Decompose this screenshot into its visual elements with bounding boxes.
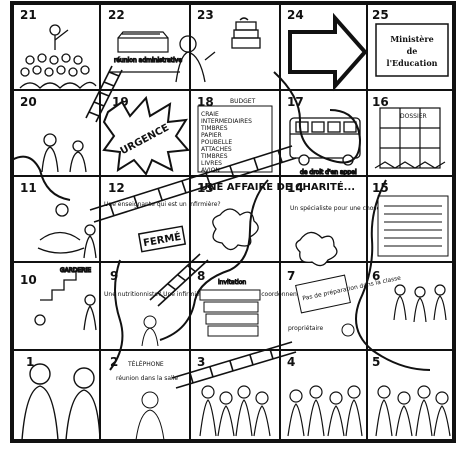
square-22-meeting: réunion administrative [110,31,183,73]
ladders [85,65,297,389]
snake [273,71,362,164]
square-22-label: réunion administrative [114,57,182,64]
square-6-children [393,284,447,323]
budget-row: ATTACHES [201,146,232,153]
square-21: 21 [20,8,37,22]
square-1-teachers [21,363,101,441]
budget-title: BUDGET [230,98,256,105]
square-14-scene: Un spécialiste pour une chose en plus re… [290,205,449,267]
square-9: 9 [110,269,118,283]
square-10-garderie: GARDERIE [34,266,97,331]
budget-row: INTERMEDIAIRES [201,118,252,125]
square-2-telephone: TÉLÉPHONE réunion dans la salle [116,360,178,441]
square-1: 1 [26,355,34,369]
square-14: 14 [287,181,304,195]
ladder [149,253,209,307]
budget-row: PAPIER [201,132,222,139]
budget-row: TIMBRES [200,125,228,132]
square-8-invitation: invitation [199,279,261,337]
ministry-line-1: Ministère [390,34,433,44]
ministry-line-2: de [407,46,418,56]
square-10: 10 [20,273,37,287]
square-24-arrow [288,12,368,92]
grid-lines [12,3,454,441]
snake [159,179,269,341]
square-23-figure [175,17,261,83]
ladder [85,65,123,123]
ministry-line-3: l'Education [387,58,438,68]
square-16: 16 [372,95,389,109]
square-25-ministry: Ministère de l'Education [375,23,449,77]
square-6: 6 [372,269,380,283]
square-21-crowd [19,24,97,89]
snakes [11,71,431,371]
ladder [171,341,297,389]
square-8: 8 [197,269,205,283]
invitation-label: invitation [218,279,246,286]
square-15-documents [377,195,449,257]
square-11: 11 [20,181,37,195]
square-24: 24 [287,8,304,22]
ladder [89,145,297,223]
proprietaire-label: propriétaire [288,325,323,332]
budget-row: TIMBRES [200,153,228,160]
budget-row: AVION [201,167,220,174]
square-25: 25 [372,8,389,22]
square-19-urgence: URGENCE [102,95,191,176]
budget-row: LIVRES [201,160,222,167]
snake [109,259,124,371]
affaire-text: UNE AFFAIRE DE CHARITÉ... [200,180,355,193]
bottom-crowd [199,385,451,437]
budget-row: CRAIE [201,111,219,118]
square-20: 20 [20,95,37,109]
square-4: 4 [287,355,295,369]
reunion-label: réunion dans la salle [116,375,178,382]
square-7-note: Pas de préparation dans la classe propri… [288,274,402,337]
square-20-children [41,133,87,173]
dossier-label: DOSSIER [400,113,427,120]
snake [355,179,431,371]
square-22: 22 [108,8,125,22]
snake [11,155,71,201]
square-12: 12 [108,181,125,195]
budget-row: POUBELLE [201,139,232,146]
square-18-budget: BUDGET CRAIE INTERMEDIAIRES TIMBRES PAPI… [197,98,273,174]
square-11-scene [37,203,97,259]
square-17-label: de droit d'en appel [300,169,357,176]
square-16-building [374,107,446,169]
square-7: 7 [287,269,295,283]
square-12-closed: Une enseignante qui est un infirmière? F… [104,201,221,253]
square-14-speech: Un spécialiste pour une chose en plus re… [290,205,449,212]
square-12-speech: Une enseignante qui est un infirmière? [104,201,221,208]
square-23: 23 [197,8,214,22]
board-frame [10,1,456,443]
square-3: 3 [197,355,205,369]
telephone-label: TÉLÉPHONE [127,360,164,368]
square-5: 5 [372,355,380,369]
